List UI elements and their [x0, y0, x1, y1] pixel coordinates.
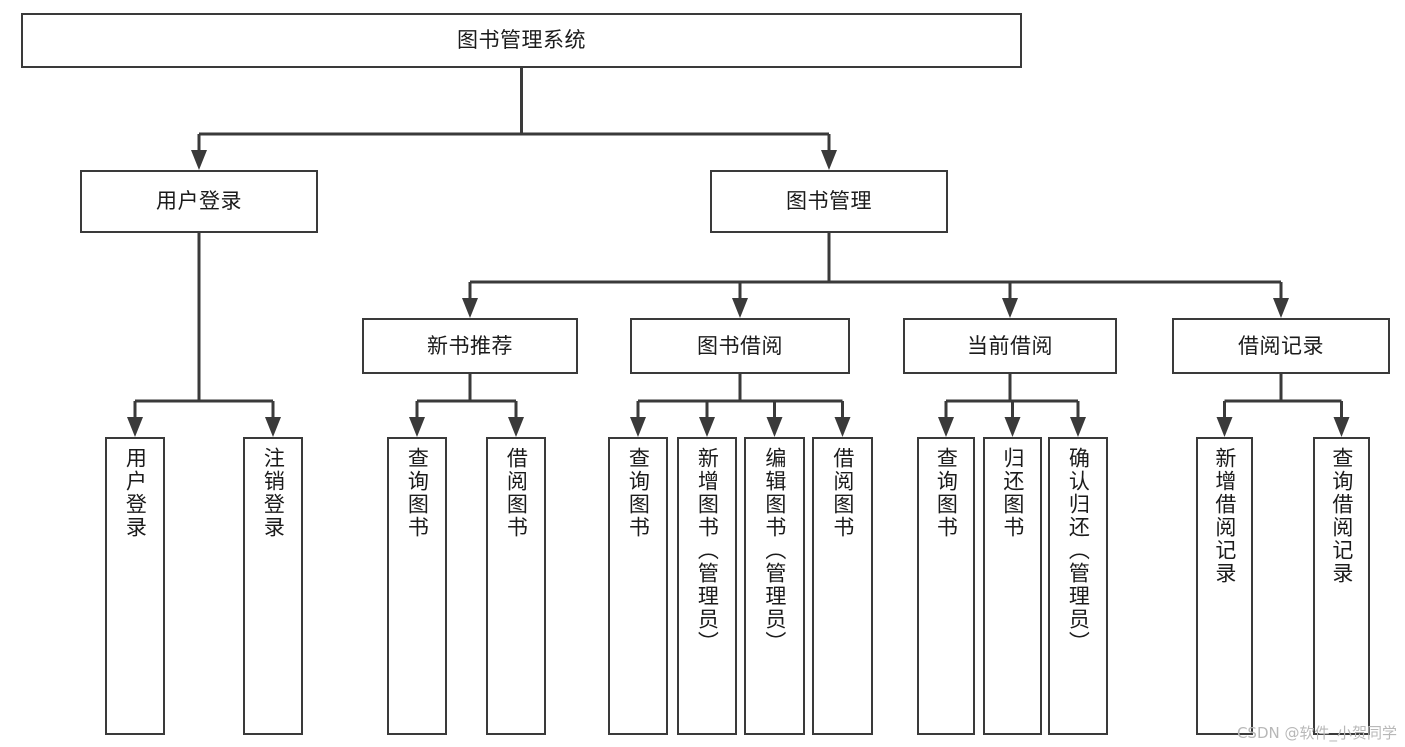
node-l-confirm[interactable]: 确认归还（管理员）	[1048, 437, 1108, 735]
arrowhead-l-qbook1	[409, 417, 425, 437]
watermark: CSDN @软件_小贺同学	[1236, 724, 1397, 742]
arrowhead-l-editbook	[766, 417, 783, 437]
node-label-borrow: 图书借阅	[697, 333, 783, 358]
node-l-addrec[interactable]: 新增借阅记录	[1196, 437, 1253, 735]
node-login[interactable]: 用户登录	[80, 170, 318, 233]
node-label-l-bbook1: 借阅图书	[504, 447, 529, 539]
arrowhead-l-qbook2	[630, 417, 646, 437]
node-l-logout[interactable]: 注销登录	[243, 437, 303, 735]
node-label-l-logout: 注销登录	[261, 447, 286, 539]
node-label-l-return: 归还图书	[1000, 447, 1025, 539]
arrowhead-l-qbook3	[938, 417, 954, 437]
node-l-bbook2[interactable]: 借阅图书	[812, 437, 873, 735]
arrowhead-l-qryrec	[1333, 417, 1350, 437]
arrowhead-l-bbook2	[834, 417, 851, 437]
node-label-l-qbook2: 查询图书	[626, 447, 651, 539]
node-label-l-editbook: 编辑图书（管理员）	[762, 447, 787, 654]
node-label-l-qbook3: 查询图书	[934, 447, 959, 539]
arrowhead-current	[1002, 298, 1018, 318]
node-label-l-addrec: 新增借阅记录	[1212, 447, 1237, 585]
node-label-l-qryrec: 查询借阅记录	[1329, 447, 1354, 585]
node-label-records: 借阅记录	[1238, 333, 1324, 358]
node-l-qbook2[interactable]: 查询图书	[608, 437, 668, 735]
node-current[interactable]: 当前借阅	[903, 318, 1117, 374]
arrowhead-newbook	[462, 298, 478, 318]
node-label-newbook: 新书推荐	[427, 333, 513, 358]
node-borrow[interactable]: 图书借阅	[630, 318, 850, 374]
node-label-current: 当前借阅	[967, 333, 1053, 358]
arrowhead-l-addrec	[1216, 417, 1233, 437]
node-label-login: 用户登录	[156, 189, 242, 214]
arrowhead-l-logout	[265, 417, 281, 437]
node-label-l-confirm: 确认归还（管理员）	[1066, 447, 1091, 654]
arrowhead-l-return	[1004, 417, 1021, 437]
node-records[interactable]: 借阅记录	[1172, 318, 1390, 374]
arrowhead-l-bbook1	[508, 417, 524, 437]
node-l-qryrec[interactable]: 查询借阅记录	[1313, 437, 1370, 735]
node-label-l-qbook1: 查询图书	[405, 447, 430, 539]
arrowhead-borrow	[732, 298, 748, 318]
node-l-userlogin[interactable]: 用户登录	[105, 437, 165, 735]
node-l-editbook[interactable]: 编辑图书（管理员）	[744, 437, 805, 735]
node-bookmgmt[interactable]: 图书管理	[710, 170, 948, 233]
arrowhead-l-addbook	[699, 417, 715, 437]
node-l-qbook1[interactable]: 查询图书	[387, 437, 447, 735]
arrowhead-records	[1273, 298, 1289, 318]
node-root[interactable]: 图书管理系统	[21, 13, 1022, 68]
node-label-l-userlogin: 用户登录	[123, 447, 148, 539]
node-label-l-addbook: 新增图书（管理员）	[695, 447, 720, 654]
arrowhead-l-confirm	[1070, 417, 1086, 437]
node-l-qbook3[interactable]: 查询图书	[917, 437, 975, 735]
node-label-l-bbook2: 借阅图书	[830, 447, 855, 539]
node-newbook[interactable]: 新书推荐	[362, 318, 578, 374]
arrowhead-bookmgmt	[821, 150, 837, 170]
node-l-return[interactable]: 归还图书	[983, 437, 1042, 735]
arrowhead-l-userlogin	[127, 417, 143, 437]
arrowhead-login	[191, 150, 207, 170]
node-l-addbook[interactable]: 新增图书（管理员）	[677, 437, 737, 735]
node-label-bookmgmt: 图书管理	[786, 189, 872, 214]
node-label-root: 图书管理系统	[457, 28, 586, 53]
node-l-bbook1[interactable]: 借阅图书	[486, 437, 546, 735]
